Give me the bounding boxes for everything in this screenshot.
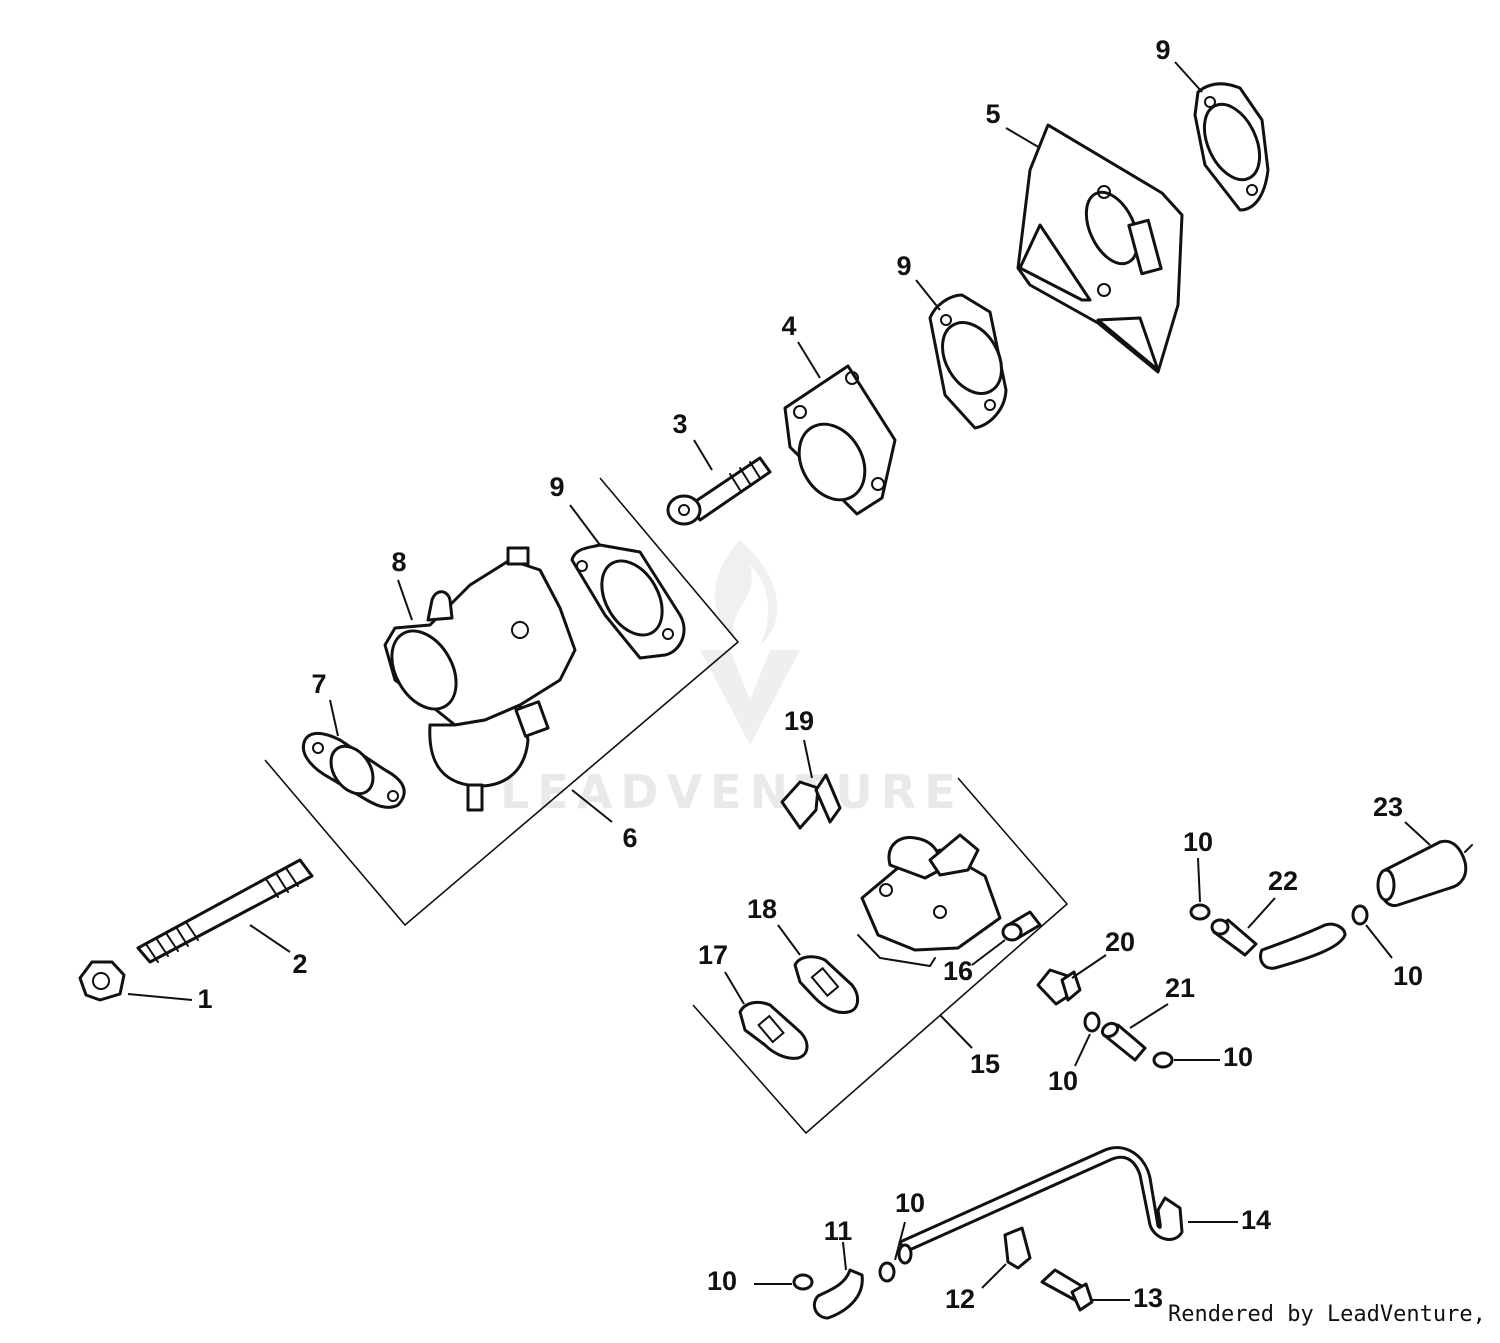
capscrew <box>666 439 772 526</box>
gasket-spacer-intake <box>915 279 1008 430</box>
callout-7: 7 <box>311 669 326 699</box>
callout-16: 16 <box>943 956 973 986</box>
group-bracket-carburetor <box>264 477 740 927</box>
callout-15: 15 <box>970 1049 1000 1079</box>
leadventure-flame-logo-icon <box>700 540 800 745</box>
fuel-line-clip <box>981 1226 1032 1289</box>
callout-12: 12 <box>945 1284 975 1314</box>
fuel-hose-elbow <box>812 1241 864 1320</box>
fuel-hose-short <box>1100 1003 1169 1062</box>
callout-10: 10 <box>895 1188 925 1218</box>
hose-clamp-4 <box>1074 1011 1101 1067</box>
elbow-fitting <box>780 739 842 830</box>
callout-10: 10 <box>1393 961 1423 991</box>
callout-9: 9 <box>549 472 564 502</box>
callout-3: 3 <box>672 409 687 439</box>
callout-10: 10 <box>707 1266 737 1296</box>
leadventure-watermark: LEADVENTURE <box>500 540 964 819</box>
hose-clamp-2 <box>1351 904 1393 959</box>
callout-23: 23 <box>1373 792 1403 822</box>
fuel-line <box>897 1146 1238 1265</box>
callout-11: 11 <box>824 1216 853 1246</box>
callout-10: 10 <box>1183 827 1213 857</box>
callout-18: 18 <box>747 894 777 924</box>
hose-clamp-5 <box>878 1221 906 1283</box>
fuel-pump-screw <box>971 910 1042 966</box>
hose-clamp-6 <box>754 1273 814 1291</box>
gasket-carburetor-spacer <box>569 504 686 660</box>
carburetor-spacer <box>783 341 897 516</box>
clip-screw <box>1040 1268 1130 1312</box>
callout-5: 5 <box>985 99 1000 129</box>
fuel-pump <box>857 833 1002 968</box>
gasket-carburetor-inlet <box>301 699 406 809</box>
fuel-pump-gasket <box>724 971 809 1060</box>
callout-22: 22 <box>1268 866 1298 896</box>
hose-clamp-1 <box>1189 857 1211 921</box>
fuel-pump-spacer-gasket <box>777 924 859 1015</box>
carburetor <box>383 546 577 812</box>
callout-21: 21 <box>1165 973 1195 1003</box>
callout-10: 10 <box>1223 1042 1253 1072</box>
callout-9: 9 <box>896 251 911 281</box>
callout-13: 13 <box>1133 1283 1163 1313</box>
callout-20: 20 <box>1105 927 1135 957</box>
fuel-hose-filter <box>1210 897 1347 970</box>
callout-14: 14 <box>1241 1205 1271 1235</box>
hex-nut <box>78 960 193 1002</box>
watermark-text: LEADVENTURE <box>500 765 964 819</box>
callout-2: 2 <box>292 949 307 979</box>
callout-17: 17 <box>698 940 728 970</box>
callout-1: 1 <box>197 984 212 1014</box>
hose-clamp-3 <box>1152 1051 1220 1069</box>
callout-9: 9 <box>1155 35 1170 65</box>
group-bracket-fuel-pump <box>692 777 1069 1135</box>
callout-19: 19 <box>784 706 814 736</box>
fuel-fitting <box>1036 954 1107 1006</box>
callout-10: 10 <box>1048 1066 1078 1096</box>
fuel-filter <box>1376 821 1473 908</box>
callout-4: 4 <box>781 311 796 341</box>
callout-8: 8 <box>391 547 406 577</box>
stud <box>136 858 314 964</box>
callout-6: 6 <box>622 823 637 853</box>
gasket-air-cleaner <box>1174 61 1270 212</box>
air-cleaner-base <box>1005 123 1184 374</box>
rendered-by-credit: Rendered by LeadVenture, Inc. <box>1168 1302 1500 1327</box>
